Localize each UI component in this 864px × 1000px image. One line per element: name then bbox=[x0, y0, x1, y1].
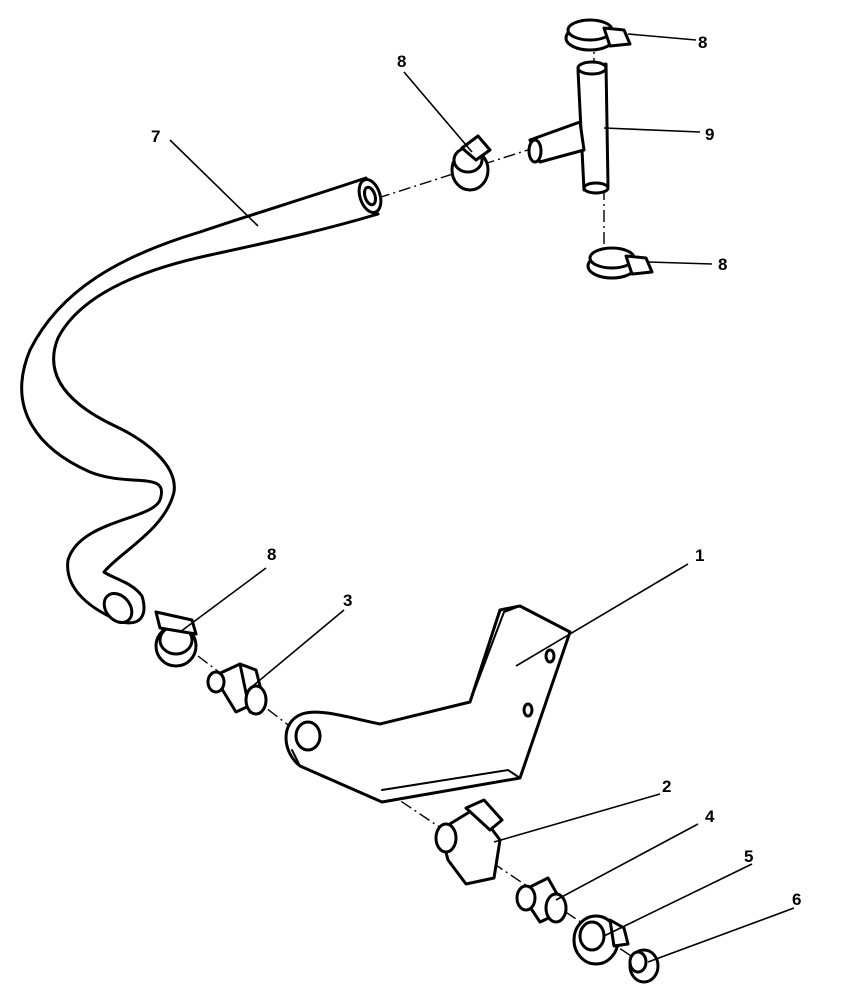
callout-8-lower: 8 bbox=[718, 255, 727, 274]
callout-2: 2 bbox=[662, 777, 671, 796]
part-1-bracket bbox=[284, 604, 572, 804]
callout-8-top: 8 bbox=[698, 33, 707, 52]
callout-8-bottom: 8 bbox=[267, 545, 276, 564]
part-3-fitting bbox=[206, 662, 268, 716]
part-6-cap bbox=[628, 948, 660, 984]
part-8-hose-clamp-top bbox=[564, 18, 632, 52]
part-8-hose-clamp-lower bbox=[586, 246, 654, 280]
callout-labels: 7 8 8 9 8 8 3 1 2 4 5 6 bbox=[151, 33, 801, 909]
part-9-tee-fitting bbox=[527, 60, 610, 195]
part-2-valve bbox=[434, 798, 504, 886]
part-4-adapter bbox=[515, 876, 568, 924]
part-8-hose-clamp-upper bbox=[450, 134, 492, 192]
callout-6: 6 bbox=[792, 890, 801, 909]
callout-7: 7 bbox=[151, 127, 160, 146]
assembly-axes bbox=[197, 36, 641, 963]
callout-5: 5 bbox=[744, 847, 753, 866]
leader-lines bbox=[169, 33, 795, 963]
callout-3: 3 bbox=[343, 591, 352, 610]
part-7-hose bbox=[20, 176, 383, 625]
part-8-hose-clamp-bottom bbox=[154, 610, 198, 668]
callout-8-upper: 8 bbox=[397, 52, 406, 71]
callout-4: 4 bbox=[705, 807, 715, 826]
callout-1: 1 bbox=[695, 546, 704, 565]
callout-9: 9 bbox=[705, 125, 714, 144]
part-5-ring-nut bbox=[572, 914, 630, 966]
